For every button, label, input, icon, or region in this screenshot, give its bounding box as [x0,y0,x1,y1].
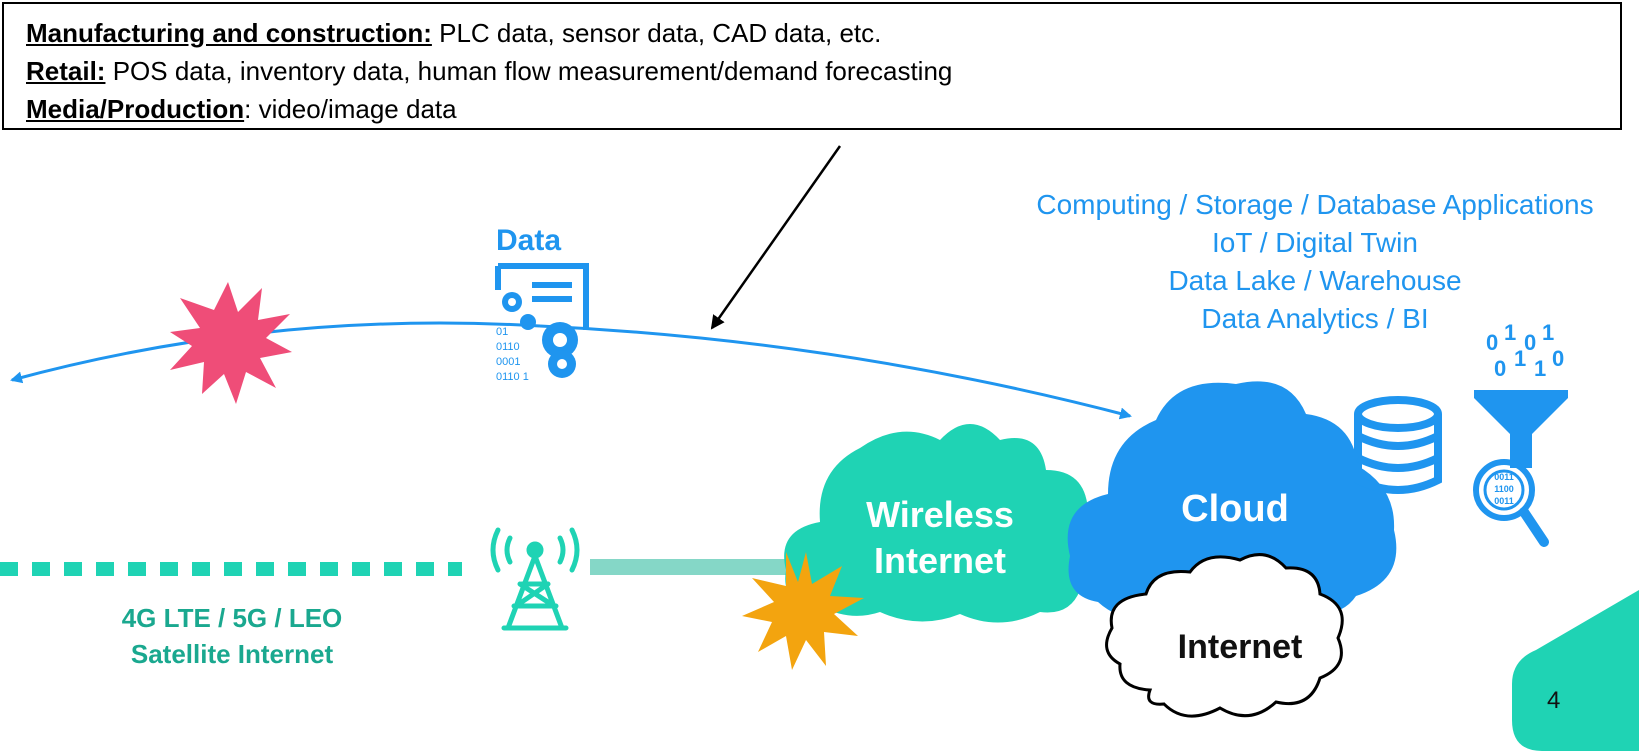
wireless-internet-label: Wireless Internet [866,494,1014,581]
svg-text:1: 1 [1504,320,1516,345]
svg-text:0011: 0011 [1494,472,1514,482]
svg-text:0: 0 [1524,330,1536,355]
svg-text:0001: 0001 [496,356,520,368]
svg-text:1100: 1100 [1494,484,1514,494]
svg-text:01: 01 [496,326,508,338]
cloud-service-item: IoT / Digital Twin [1212,227,1418,258]
svg-text:0: 0 [1552,346,1564,371]
corner-decoration [1512,590,1639,751]
pink-burst-icon [170,282,292,404]
funnel-icon: 0 1 0 1 0 1 1 0 [1474,320,1568,468]
internet-label: Internet [1177,628,1303,666]
callout-line-retail: Retail: POS data, inventory data, human … [26,56,953,86]
callout-line-media: Media/Production: video/image data [26,94,457,124]
svg-text:0110: 0110 [496,341,520,353]
svg-text:0: 0 [1486,330,1498,355]
svg-text:1: 1 [1514,346,1526,371]
database-icon [1354,396,1442,494]
cloud-service-item: Computing / Storage / Database Applicati… [1036,189,1594,220]
svg-text:0: 0 [1494,356,1506,381]
data-flow-arrow-right [539,324,1132,420]
wireless-internet-cloud [784,424,1098,623]
data-document-icon: 01 0110 0001 0110 1 [495,263,589,383]
data-label: Data [496,224,562,257]
page-number: 4 [1547,687,1561,714]
cloud-services-list: Computing / Storage / Database Applicati… [995,186,1635,338]
blue-cloud [1067,381,1397,626]
svg-text:0011: 0011 [1494,496,1514,506]
cloud-service-item: Data Lake / Warehouse [1168,265,1462,296]
callout-line-manufacturing: Manufacturing and construction: PLC data… [26,18,882,48]
connectivity-label: 4G LTE / 5G / LEO Satellite Internet [121,603,343,669]
callout-pointer-arrow [710,145,842,330]
magnifier-icon: 0011 1100 0011 [1473,459,1549,547]
svg-text:1: 1 [1542,320,1554,345]
callout-box: Manufacturing and construction: PLC data… [2,2,1622,130]
antenna-tower-icon [490,527,580,631]
data-flow-arrow-left [10,321,541,384]
svg-text:1: 1 [1534,356,1546,381]
orange-burst-icon [742,552,864,670]
cloud-label: Cloud [1181,488,1289,530]
cloud-service-item: Data Analytics / BI [1201,303,1429,334]
internet-cloud [1105,553,1344,718]
svg-text:0110 1: 0110 1 [496,371,529,383]
